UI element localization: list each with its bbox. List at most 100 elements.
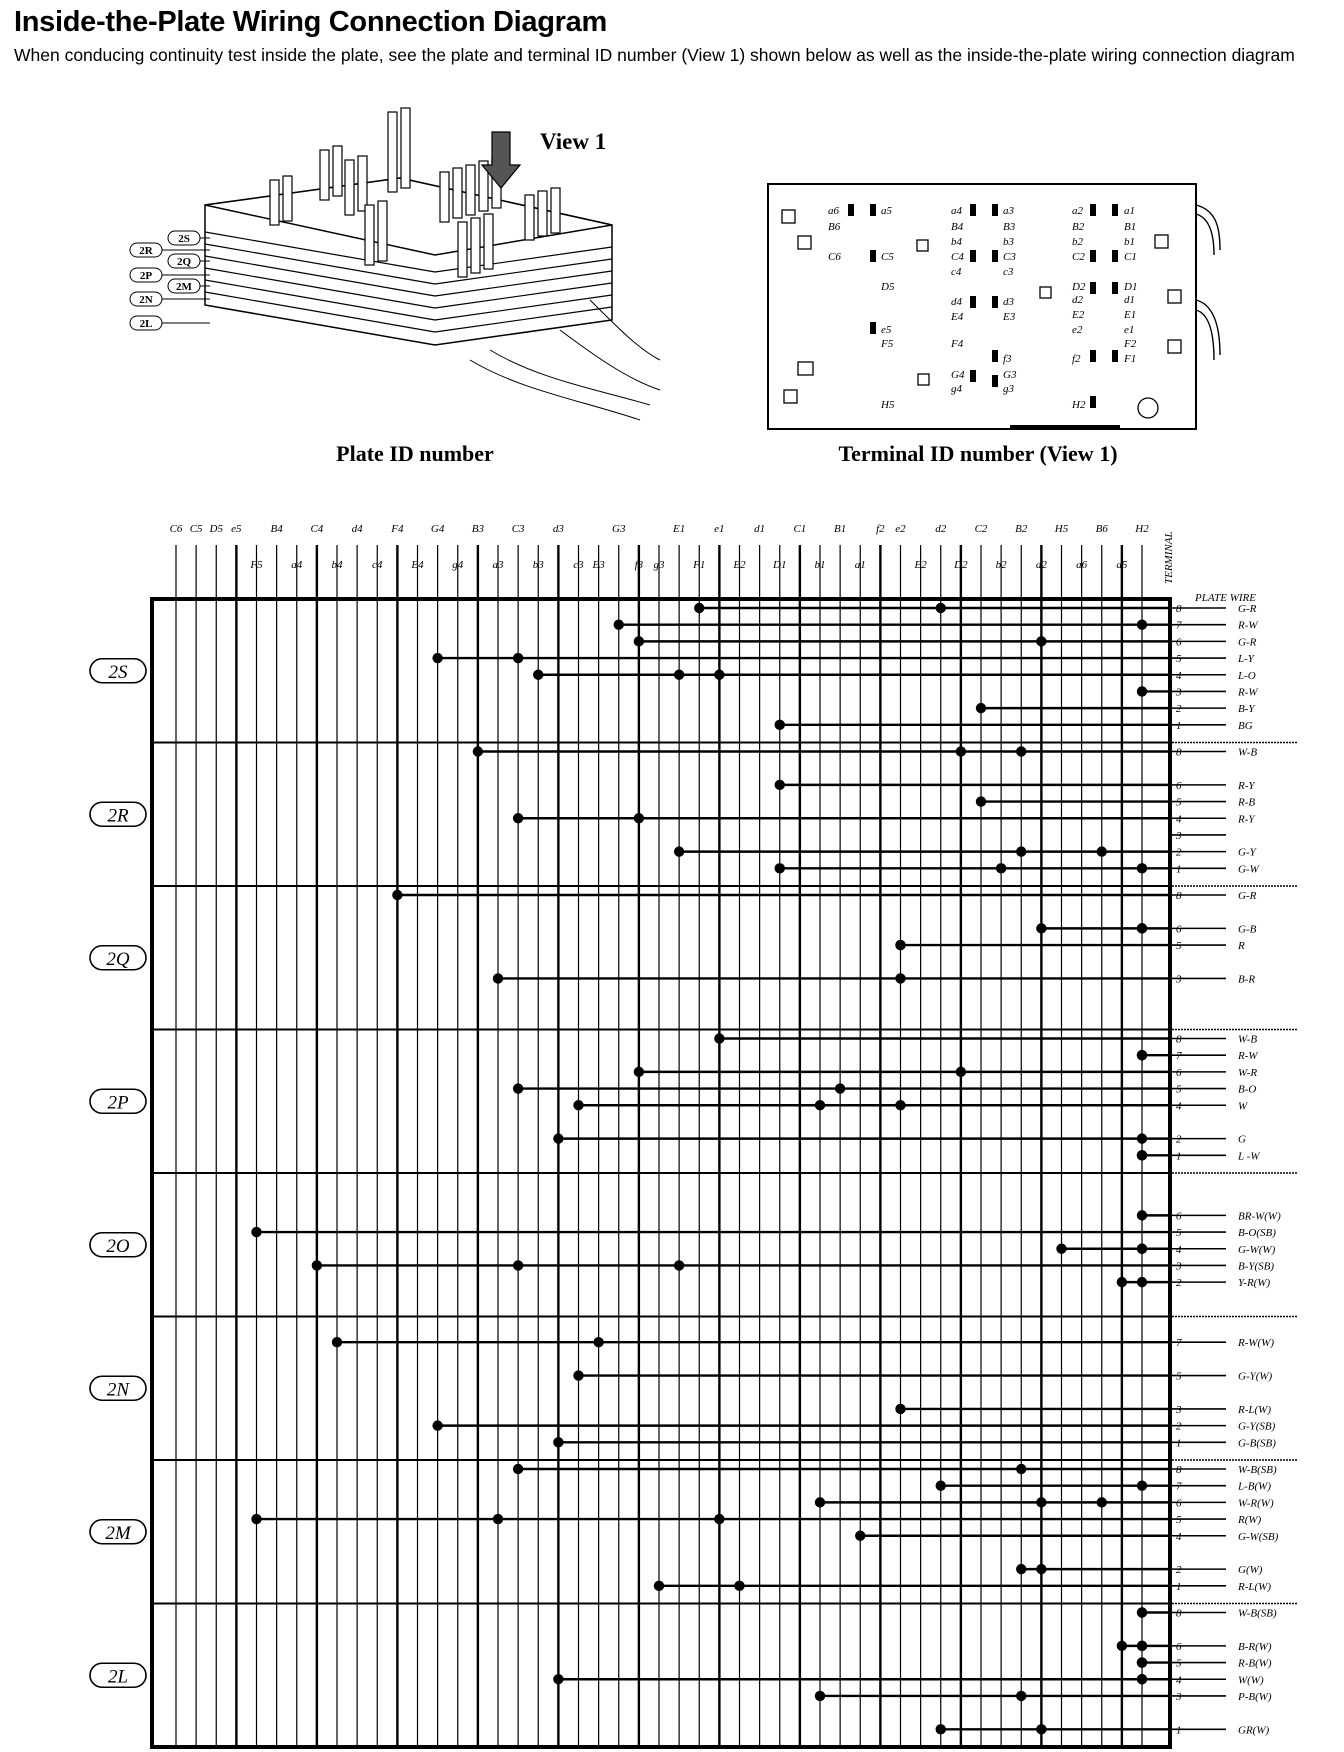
pin-number: 5 [1176,1514,1182,1526]
wire-color-label: R-B [1237,797,1255,809]
connection-dot [392,889,403,901]
connection-dot [1016,1690,1027,1702]
pin-number: 1 [1176,720,1182,732]
terminal-label: d1 [1124,294,1135,306]
pin-number: 8 [1176,1608,1182,1620]
terminal-label: a6 [828,205,840,217]
pin-number: 4 [1176,1100,1182,1112]
connection-dot [1016,1563,1027,1575]
column-label: b2 [996,559,1008,571]
pin-number: 6 [1176,780,1182,792]
column-label: B1 [834,523,846,535]
pin-number: 4 [1176,1244,1182,1256]
connection-dot [573,1370,584,1381]
pin-number: 5 [1176,1084,1182,1096]
wire-color-label: GR(W) [1238,1724,1269,1736]
column-label: H2 [1134,523,1149,535]
terminal-label: g4 [951,383,963,395]
wire-color-label: L-O [1237,670,1256,682]
wire-color-label: G-B [1238,923,1257,935]
connection-dot [1136,863,1148,874]
connection-dot [895,973,906,984]
connection-dot [1036,1563,1047,1575]
plate-tag: 2Q [177,256,192,268]
wire-color-label: W-B [1238,1034,1257,1046]
terminal-label: F5 [880,338,894,350]
connection-dot [955,746,967,757]
column-label: E2 [732,559,746,571]
wire-color-label: W [1238,1100,1248,1112]
terminal-columns [175,545,1143,1747]
terminal-label: B2 [1072,221,1085,233]
view-label: View 1 [540,129,606,154]
column-label: D1 [772,559,786,571]
pin-number: 8 [1176,1034,1182,1046]
connection-dot [1136,923,1148,934]
wire-color-label: R-L(W) [1237,1404,1271,1416]
wire-color-label: B-Y [1238,703,1256,715]
connection-dot [1116,1276,1128,1288]
terminal-label: C5 [881,251,894,263]
column-label: D5 [209,523,224,535]
column-label: e1 [714,523,724,535]
pin-number: 1 [1176,1581,1182,1593]
pin-number: 7 [1176,1481,1182,1493]
terminal-label: g3 [1003,383,1015,395]
connection-dot [1136,1607,1148,1618]
terminal-label: b1 [1124,236,1135,248]
column-label: b4 [332,559,344,571]
column-label: E4 [410,559,424,571]
connection-dot [895,1100,906,1111]
plate-tag-label: 2M [105,1523,132,1544]
pin-number: 4 [1176,670,1182,682]
pin-number: 6 [1176,1210,1182,1222]
connection-dot [492,1513,504,1525]
wire-color-label: R-Y [1237,780,1256,792]
column-label: a4 [291,559,303,571]
terminal-label: G4 [951,369,965,381]
terminal-label: F2 [1123,338,1137,350]
connection-dot [774,779,785,791]
plate-tag [89,1662,147,1689]
plate-tag [89,657,147,684]
view-arrow-icon [480,131,522,189]
terminal-label: E3 [1002,311,1016,323]
terminal-label: B6 [828,221,841,233]
plate-tag: 2M [176,281,193,293]
connection-dot [633,813,645,824]
connection-dot [613,619,624,630]
plate-tag: 2P [140,270,153,282]
connection-dot [472,746,484,757]
pin-number: 5 [1176,1371,1182,1383]
column-label: d2 [935,523,947,535]
terminal-label: E4 [950,311,964,323]
connection-dot [995,863,1007,874]
wire-color-label: G-Y(W) [1238,1371,1273,1383]
column-label: a6 [1076,559,1088,571]
wire-color-label: W(W) [1238,1674,1264,1686]
terminal-label: c3 [1003,266,1014,278]
connection-dot [251,1513,262,1525]
connection-dot [895,939,906,951]
pin-number: 1 [1176,1150,1182,1162]
column-label: b1 [815,559,826,571]
terminal-label: B4 [951,221,964,233]
pin-number: 2 [1176,703,1182,715]
wire-color-label: R [1237,940,1245,952]
connection-dot [814,1690,826,1702]
connection-dot [814,1100,826,1111]
plate-tag-label: 2Q [106,949,130,970]
wire-color-label: R-W [1237,620,1258,632]
pin-number: 5 [1176,797,1182,809]
connection-dot [1136,686,1148,697]
connection-dot [935,1724,946,1735]
column-label: F1 [692,559,705,571]
column-label: g3 [654,559,666,571]
pin-number: 5 [1176,1658,1182,1670]
pin-number: 6 [1176,1641,1182,1653]
column-label: a2 [1036,559,1048,571]
